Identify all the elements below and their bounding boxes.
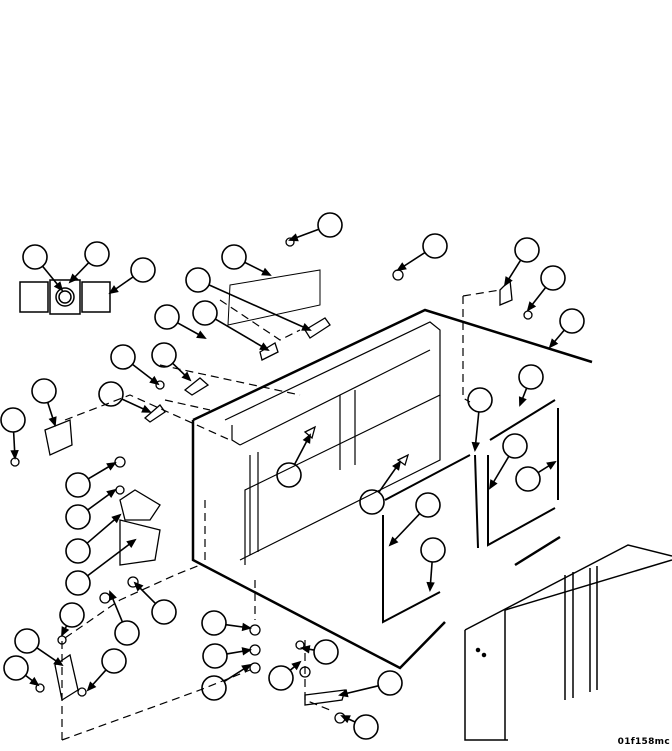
arrowhead-icon <box>126 538 137 549</box>
arrowhead-icon <box>548 338 559 349</box>
callout-balloon <box>377 670 403 696</box>
callout-balloon <box>114 620 140 646</box>
callout-balloon <box>202 643 228 669</box>
leader-line <box>208 284 311 331</box>
callout-balloon <box>540 265 566 291</box>
callout-balloon <box>559 308 585 334</box>
arrowhead-icon <box>426 581 435 593</box>
callout-balloon <box>514 237 540 263</box>
arrowhead-icon <box>388 536 399 547</box>
callout-balloon <box>276 462 302 488</box>
arrowhead-icon <box>86 681 97 692</box>
arrowhead-icon <box>299 645 311 654</box>
callout-balloon <box>31 378 57 404</box>
hidden-lines <box>61 289 501 741</box>
callout-balloon <box>201 675 227 701</box>
callout-balloon <box>422 233 448 259</box>
arrowhead-icon <box>301 322 312 331</box>
arrowhead-icon <box>61 626 70 637</box>
callout-balloon <box>65 570 91 596</box>
arrowhead-icon <box>488 479 498 490</box>
side-panel-strips <box>382 399 559 624</box>
arrowhead-icon <box>261 267 272 276</box>
callout-balloon <box>110 344 136 370</box>
arrowhead-icon <box>518 396 527 407</box>
callout-balloon <box>65 504 91 530</box>
arrowhead-icon <box>53 281 64 292</box>
callout-balloon <box>151 342 177 368</box>
arrowhead-icon <box>111 513 122 524</box>
arrowhead-icon <box>291 660 302 671</box>
callout-balloon <box>201 610 227 636</box>
arrowhead-icon <box>503 276 513 287</box>
arrowhead-icon <box>68 273 79 284</box>
arrowhead-icon <box>141 404 152 413</box>
callout-balloon <box>515 466 541 492</box>
arrowhead-icon <box>109 590 117 601</box>
arrowhead-icon <box>392 460 402 471</box>
callout-balloon <box>313 639 339 665</box>
callout-balloon <box>3 655 29 681</box>
arrowhead-icon <box>546 460 557 470</box>
callout-balloon <box>420 537 446 563</box>
callout-balloon <box>98 381 124 407</box>
arrowhead-icon <box>106 488 117 499</box>
arrowhead-icon <box>106 461 117 471</box>
callout-balloon <box>185 267 211 293</box>
arrowhead-icon <box>471 441 480 453</box>
figure-id-label: 01f158mc <box>617 737 670 747</box>
arrowhead-icon <box>53 657 64 667</box>
arrowhead-icon <box>259 342 270 352</box>
callout-balloon <box>84 241 110 267</box>
inner-frame <box>224 321 441 565</box>
callout-balloon <box>502 433 528 459</box>
arrowhead-icon <box>340 715 351 724</box>
callout-balloon <box>59 602 85 628</box>
arrowhead-icon <box>302 433 311 444</box>
arrowhead-icon <box>149 375 160 386</box>
callout-balloon <box>467 387 493 413</box>
callout-balloon <box>14 628 40 654</box>
arrowhead-icon <box>288 233 299 242</box>
bracket-assembly <box>19 279 111 315</box>
arrowhead-icon <box>241 663 252 673</box>
arrowhead-icon <box>526 301 537 312</box>
cabinet-outline <box>191 308 593 670</box>
callout-balloon <box>221 244 247 270</box>
arrowhead-icon <box>10 449 19 461</box>
callout-balloon <box>22 244 48 270</box>
arrowhead-icon <box>241 622 253 632</box>
arrowhead-icon <box>133 581 144 592</box>
callout-balloon <box>415 492 441 518</box>
arrowhead-icon <box>29 676 40 687</box>
arrowhead-icon <box>241 647 253 656</box>
callout-balloon <box>151 599 177 625</box>
callout-balloon <box>65 538 91 564</box>
arrowhead-icon <box>181 371 192 382</box>
callout-balloon <box>154 304 180 330</box>
callout-balloon <box>192 300 218 326</box>
callout-balloon <box>0 407 26 433</box>
callout-balloon <box>353 714 379 740</box>
callout-balloon <box>359 489 385 515</box>
callouts <box>0 212 585 740</box>
arrowhead-icon <box>48 416 57 427</box>
arrowhead-icon <box>338 689 349 698</box>
arrowhead-icon <box>396 262 407 272</box>
arrowhead-icon <box>196 330 207 339</box>
callout-balloon <box>130 257 156 283</box>
arrowhead-icon <box>108 285 119 295</box>
front-cover-panel <box>464 544 672 741</box>
callout-balloon <box>65 472 91 498</box>
leader-line <box>214 318 269 351</box>
callout-balloon <box>101 648 127 674</box>
callout-balloon <box>268 665 294 691</box>
callout-balloon <box>518 364 544 390</box>
leader-line <box>87 539 136 577</box>
callout-balloon <box>317 212 343 238</box>
